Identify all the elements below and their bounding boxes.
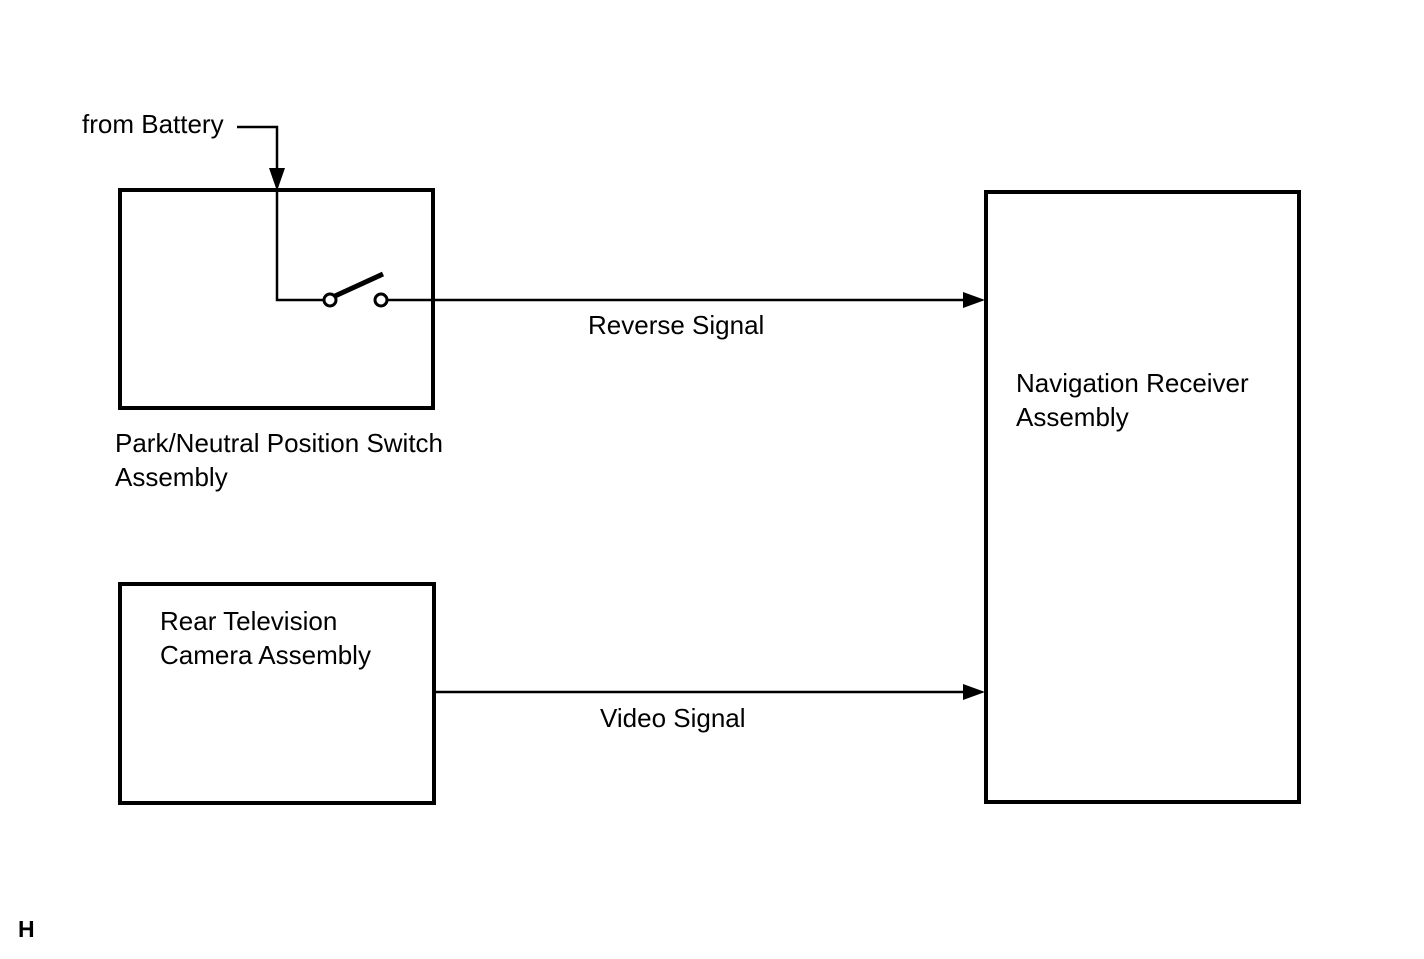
navigation-receiver-box: [984, 190, 1301, 804]
video-signal-label: Video Signal: [600, 703, 746, 733]
park-neutral-switch-label-line1: Park/Neutral Position Switch: [115, 428, 444, 458]
park-neutral-switch-label-line2: Assembly: [115, 462, 228, 492]
page-marker: H: [18, 916, 35, 942]
from-battery-label: from Battery: [82, 109, 224, 139]
video-signal-arrowhead-icon: [963, 684, 985, 700]
rear-camera-label-line1: Rear Television: [160, 606, 338, 636]
park-neutral-switch-label: Park/Neutral Position Switch Assembly: [115, 426, 443, 494]
rear-camera-box: [118, 582, 436, 805]
reverse-signal-label: Reverse Signal: [588, 310, 765, 340]
navigation-receiver-label: Navigation Receiver Assembly: [1016, 366, 1249, 434]
reverse-signal-wire: [388, 292, 985, 308]
battery-feed-wire: [237, 125, 324, 302]
rear-camera-label: Rear Television Camera Assembly: [160, 604, 371, 672]
battery-arrowhead-icon: [269, 168, 285, 191]
video-signal-wire: [436, 684, 985, 700]
park-neutral-switch-box: [118, 188, 435, 410]
rear-camera-label-line2: Camera Assembly: [160, 640, 371, 670]
navigation-receiver-label-line1: Navigation Receiver: [1016, 368, 1249, 398]
open-switch-icon: [322, 271, 389, 308]
navigation-receiver-label-line2: Assembly: [1016, 402, 1129, 432]
reverse-signal-arrowhead-icon: [963, 292, 985, 308]
